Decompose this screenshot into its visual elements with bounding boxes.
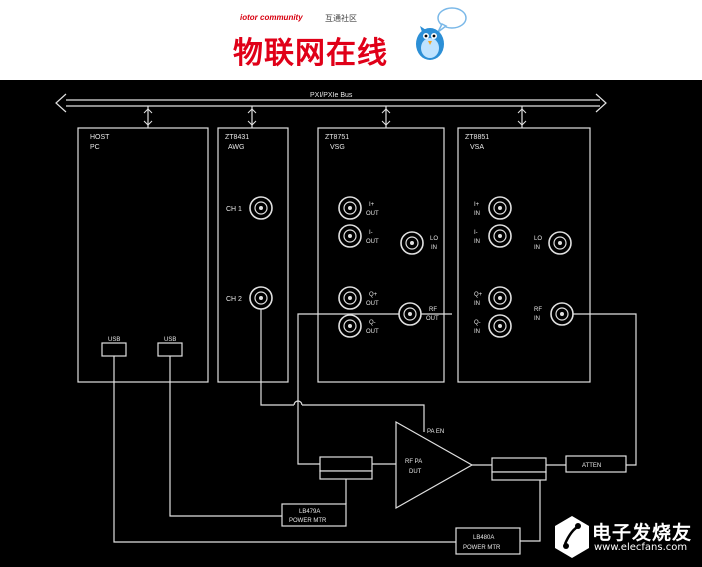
vsa-title-2: VSA [470,144,484,151]
vsa-q-in-neg-l1: Q- [474,320,481,326]
logo-tagline-cn: 互通社区 [325,14,357,23]
host-title-1: HOST [90,134,110,141]
amp-label-2: DUT [409,469,422,475]
wire-usb2-pm1 [169,356,282,517]
awg-ch2-connector [249,286,273,310]
coupler-1 [319,456,373,480]
vsg-lo-in-l2: IN [431,245,437,251]
power-meter-1 [281,503,347,527]
header-banner: iotor community 互通社区 物联网在线 [0,0,702,80]
vsa-q-in-connector [488,286,512,310]
vsg-lo-in-connector [400,231,424,255]
vsg-rf-out-l1: RF [429,307,437,313]
vsa-i-in-l1: I+ [474,202,480,208]
vsg-module [317,127,445,383]
awg-ch1-label: CH 1 [226,206,242,213]
vsg-q-out-connector [338,286,362,310]
vsg-q-out-l1: Q+ [369,292,378,298]
wire-rf-out [297,313,452,465]
pm1-l1: LB479A [299,509,320,515]
wire-usb1-pm2 [113,356,456,543]
usb-port-1 [101,342,127,357]
vsa-q-in-l2: IN [474,301,480,307]
vsa-lo-in-l1: LO [534,236,542,242]
vsg-i-out-connector [338,196,362,220]
elecfans-logo-icon [555,516,589,558]
vsa-rf-in-l1: RF [534,307,542,313]
awg-module [217,127,289,383]
coupler-2 [491,457,547,481]
pm1-l2: POWER MTR [289,518,327,524]
pm2-l1: LB480A [473,535,494,541]
vsg-rf-out-connector [398,302,422,326]
vsg-lo-in-l1: LO [430,236,438,242]
host-title-2: PC [90,144,100,151]
vsa-i-in-neg-connector [488,224,512,248]
vsg-title-1: ZT8751 [325,134,349,141]
usb-1-label: USB [108,337,120,343]
usb-2-label: USB [164,337,176,343]
attenuator [565,455,627,473]
host-pc-module [77,127,209,383]
vsa-rf-in-l2: IN [534,316,540,322]
usb-port-2 [157,342,183,357]
vsg-i-out-l1: I+ [369,202,375,208]
vsg-i-out-neg-l1: I- [369,230,373,236]
pm2-l2: POWER MTR [463,545,501,551]
pa-en-label: PA EN [427,429,444,435]
awg-title-2: AWG [228,144,244,151]
watermark-title: 电子发烧友 [592,522,693,544]
vsa-q-in-neg-l2: IN [474,329,480,335]
bus-label: PXI/PXIe Bus [310,92,353,99]
logo-tagline: iotor community [240,13,303,22]
watermark-url: www.elecfans.com [594,542,688,553]
wire-to-vsa-rf [573,313,637,466]
vsa-title-1: ZT8851 [465,134,489,141]
vsg-q-out-l2: OUT [366,301,379,307]
vsg-i-out-l2: OUT [366,211,379,217]
awg-ch2-label: CH 2 [226,296,242,303]
awg-title-1: ZT8431 [225,134,249,141]
vsa-lo-in-l2: IN [534,245,540,251]
atten-label: ATTEN [582,463,601,469]
site-logo-text: 物联网在线 [233,36,388,71]
vsa-i-in-connector [488,196,512,220]
bird-icon [416,7,467,60]
vsg-i-out-neg-connector [338,224,362,248]
vsa-lo-in-connector [548,231,572,255]
vsa-rf-in-connector [550,302,574,326]
rf-pa-dut: RF PA DUT [395,420,474,510]
vsa-q-in-l1: Q+ [474,292,483,298]
vsg-q-out-neg-l2: OUT [366,329,379,335]
vsa-module [457,127,591,383]
vsa-i-in-l2: IN [474,211,480,217]
vsg-title-2: VSG [330,144,345,151]
power-meter-2 [455,527,521,555]
vsg-q-out-neg-l1: Q- [369,320,376,326]
vsa-q-in-neg-connector [488,314,512,338]
vsa-i-in-neg-l2: IN [474,239,480,245]
vsa-i-in-neg-l1: I- [474,230,478,236]
amp-label-1: RF PA [405,459,422,465]
vsg-rf-out-l2: OUT [426,316,439,322]
wire-pm2-coupler2 [520,480,541,542]
pxi-bus: PXI/PXIe Bus [55,92,607,128]
awg-ch1-connector [249,196,273,220]
vsg-q-out-neg-connector [338,314,362,338]
vsg-i-out-neg-l2: OUT [366,239,379,245]
